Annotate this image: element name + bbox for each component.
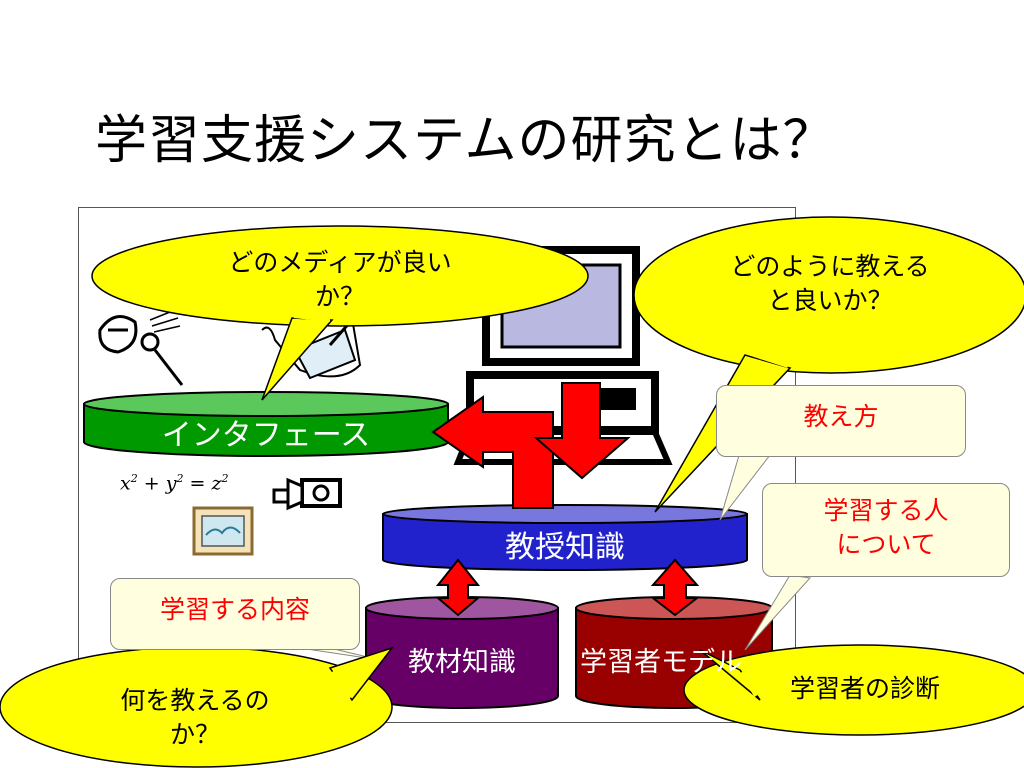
material-knowledge-label: 教材知識 — [408, 647, 516, 678]
how-to-teach-line2: と良いか？ — [767, 286, 893, 315]
interface-label: インタフェース — [161, 418, 371, 453]
note-content-text: 学習する内容 — [159, 595, 310, 624]
diagnosis-bubble-text: 学習者の診断 — [740, 672, 990, 706]
formula: x2 + y2 = z2 — [120, 472, 228, 494]
media-bubble-text: どのメディアが良い か？ — [150, 246, 530, 314]
note-about-learner-line2: について — [836, 530, 936, 559]
learner-model-label: 学習者モデル — [580, 647, 742, 678]
what-to-teach-line1: 何を教えるの — [120, 686, 270, 715]
formula-exp-x: 2 — [130, 472, 138, 485]
media-bubble-line1: どのメディアが良い — [228, 248, 452, 277]
video-camera-icon — [272, 477, 342, 511]
how-to-teach-bubble-text: どのように教える と良いか？ — [680, 250, 980, 318]
teaching-knowledge-label: 教授知識 — [505, 530, 625, 565]
formula-plus: + — [137, 472, 166, 495]
what-to-teach-bubble — [0, 646, 395, 768]
note-teaching-method: 教え方 — [716, 385, 966, 457]
formula-z: z — [211, 472, 222, 495]
formula-x: x — [120, 472, 131, 495]
note-about-learner: 学習する人 について — [762, 483, 1010, 577]
note-content: 学習する内容 — [110, 578, 360, 650]
media-bubble — [91, 225, 589, 401]
formula-exp-z: 2 — [221, 472, 229, 485]
what-to-teach-line2: か？ — [169, 720, 220, 749]
diagnosis-line: 学習者の診断 — [789, 674, 940, 703]
note-teaching-method-text: 教え方 — [803, 402, 879, 431]
picture-icon — [192, 506, 254, 556]
microphone-icon — [98, 309, 184, 386]
diagnosis-bubble — [683, 644, 1024, 736]
how-to-teach-line1: どのように教える — [730, 252, 930, 281]
media-bubble-line2: か？ — [314, 282, 365, 311]
what-to-teach-bubble-text: 何を教えるの か？ — [60, 684, 330, 752]
note-about-learner-line1: 学習する人 — [823, 496, 949, 525]
formula-equals: = — [183, 472, 212, 495]
teaching-knowledge-cylinder — [382, 504, 748, 571]
formula-exp-y: 2 — [176, 472, 184, 485]
interaction-arrows — [431, 382, 700, 617]
formula-y: y — [165, 472, 177, 495]
slide-title: 学習支援システムの研究とは？ — [95, 111, 836, 171]
